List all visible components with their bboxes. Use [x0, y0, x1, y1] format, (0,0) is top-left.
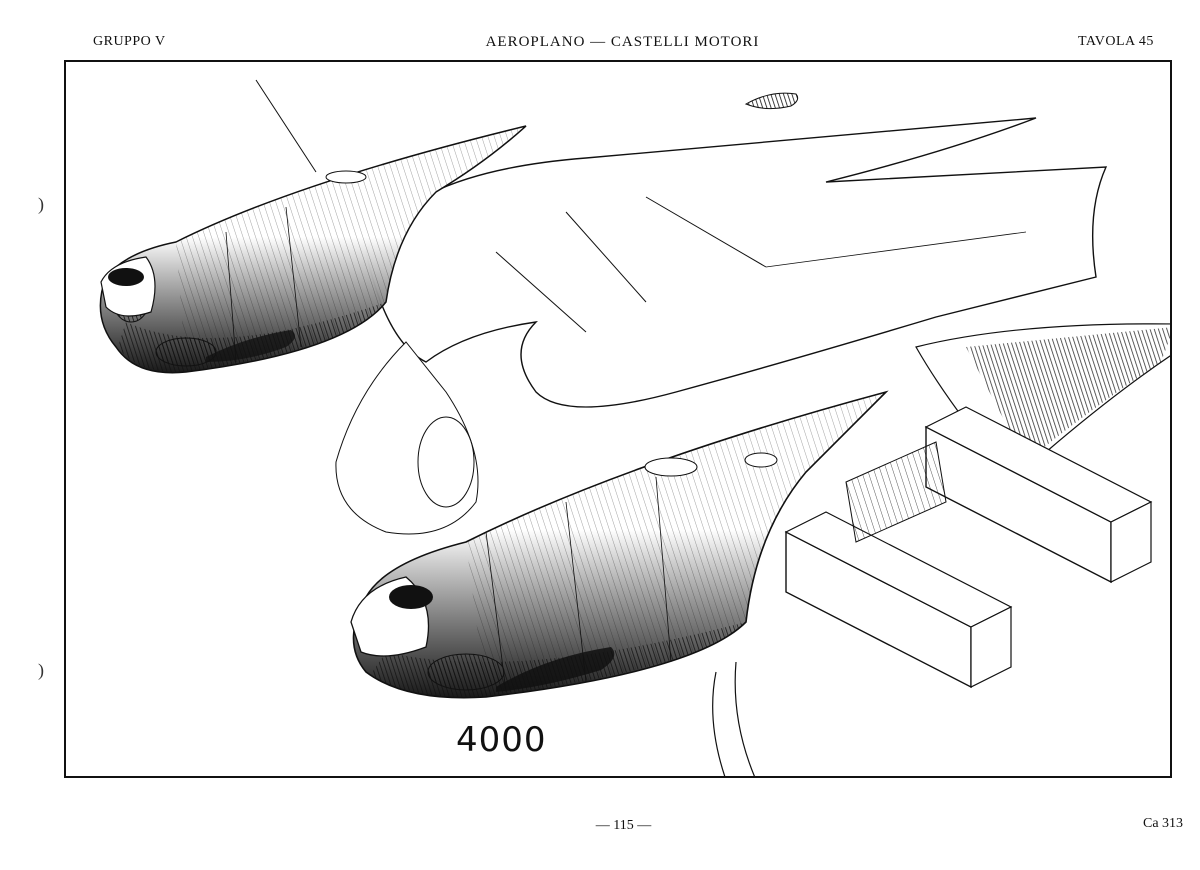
- wing-upper: [365, 117, 1108, 408]
- wing-panel-line: [645, 196, 767, 268]
- upper-hatch: [325, 170, 367, 184]
- gear-wheel: [417, 416, 475, 508]
- lower-nacelle-intake: [389, 585, 433, 609]
- lower-gear-leg: [712, 671, 726, 776]
- binding-mark-bottom: ): [38, 660, 44, 680]
- lower-exhaust: [427, 653, 505, 691]
- header-plate-number: TAVOLA 45: [1078, 34, 1154, 49]
- leader-line: [255, 79, 317, 173]
- engine-nacelle-illustration: [99, 79, 1170, 776]
- top-pod: [744, 92, 799, 110]
- wing-panel-line: [495, 251, 587, 333]
- aircraft-code: Ca 313: [1143, 816, 1184, 831]
- plate-frame: 4000: [64, 60, 1172, 778]
- page-number: — 115 —: [595, 818, 652, 833]
- upper-nacelle-intake: [108, 268, 144, 286]
- upper-nacelle: [99, 125, 527, 374]
- header-title: AEROPLANO — CASTELLI MOTORI: [485, 34, 760, 50]
- header-group: GRUPPO V: [93, 34, 166, 49]
- binding-mark-top: ): [38, 194, 44, 214]
- lower-nacelle: [350, 390, 889, 699]
- wing-panel-line: [765, 231, 1027, 268]
- lower-radiator: [496, 647, 615, 692]
- wing-panel-line: [565, 211, 647, 303]
- spar-stubs: [784, 406, 1153, 689]
- upper-radiator: [206, 330, 295, 362]
- upper-exhaust: [155, 337, 217, 367]
- fuselage-cutaway: [966, 327, 1170, 462]
- drawing-number: 4000: [456, 720, 547, 760]
- lower-hatch: [644, 457, 698, 477]
